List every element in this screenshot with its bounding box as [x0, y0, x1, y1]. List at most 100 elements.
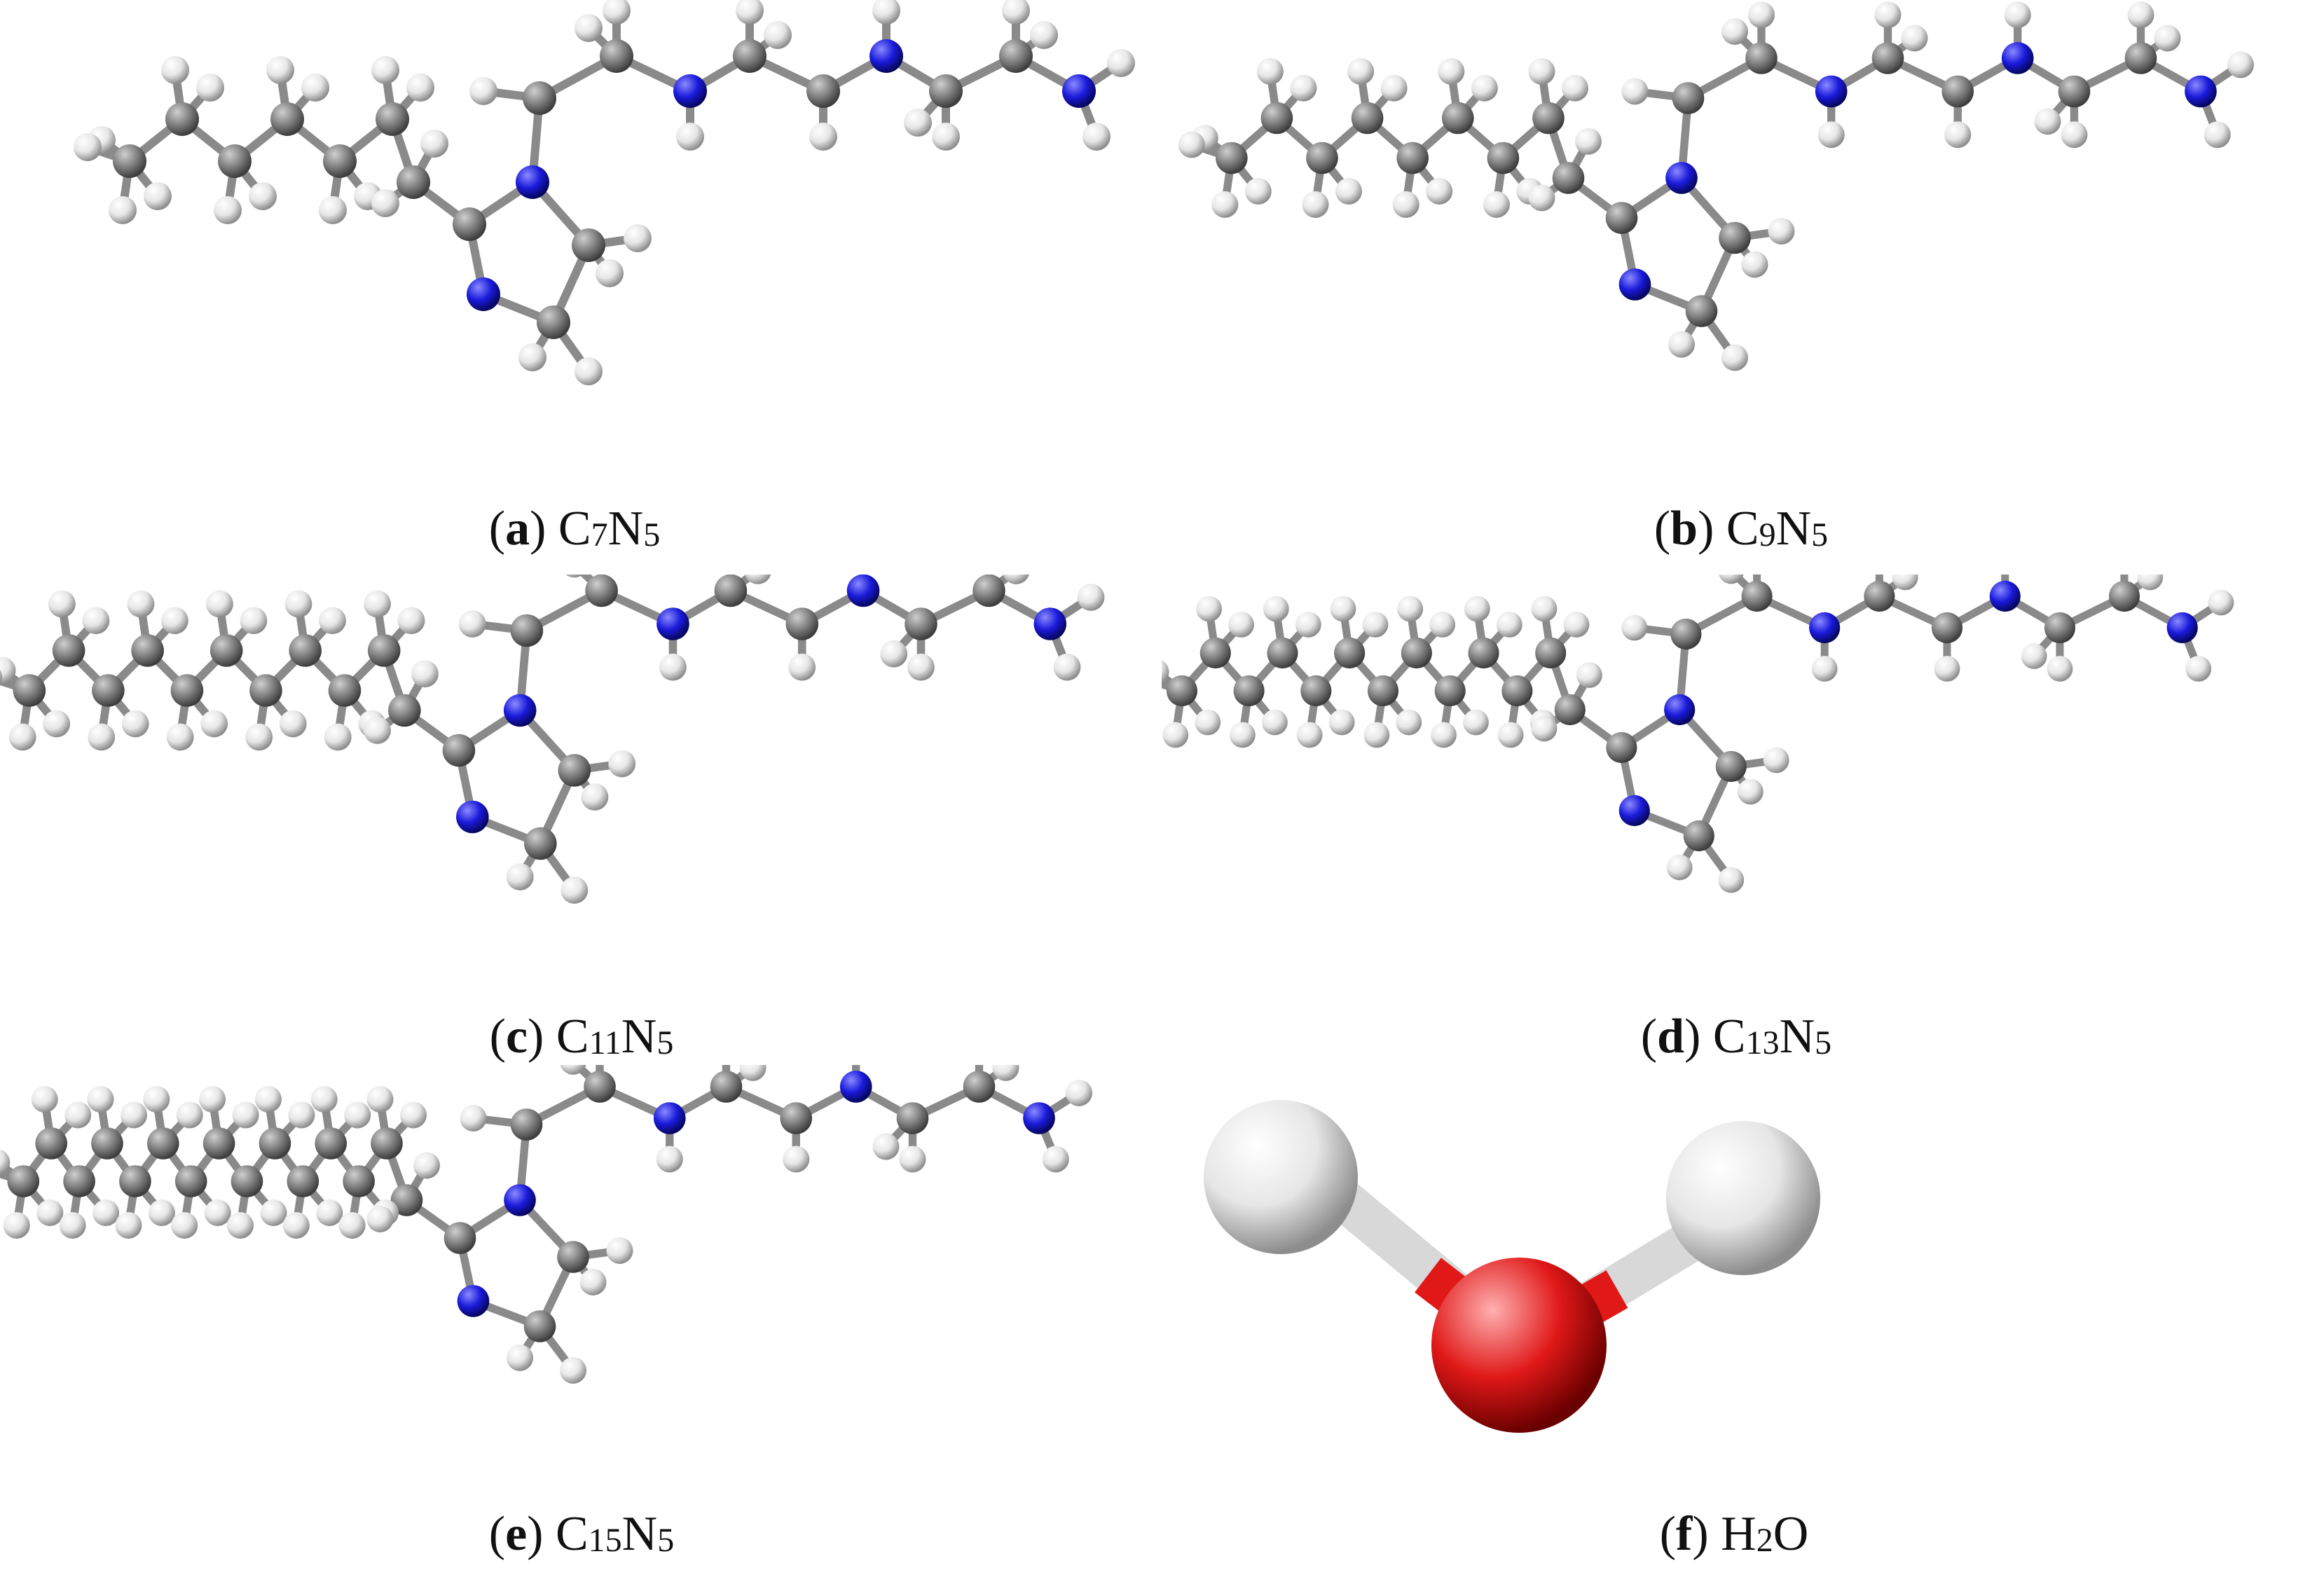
hydrogen-atom — [1178, 131, 1205, 158]
hydrogen-atom — [88, 723, 116, 751]
hydrogen-atom — [31, 1086, 58, 1113]
hydrogen-atom — [1528, 58, 1555, 85]
hydrogen-atom — [1531, 715, 1558, 742]
hydrogen-atom — [206, 590, 233, 618]
carbon-atom — [259, 1127, 291, 1160]
hydrogen-atom — [260, 1199, 287, 1226]
carbon-atom — [442, 734, 476, 767]
hydrogen-atom — [1562, 74, 1588, 102]
hydrogen-atom — [1721, 344, 1748, 371]
carbon-atom — [390, 1184, 423, 1216]
hydrogen-atom — [1396, 709, 1422, 736]
carbon-atom — [388, 694, 421, 727]
hydrogen-atom — [279, 710, 307, 738]
hydrogen-atom — [1330, 596, 1356, 622]
carbon-atom — [510, 1108, 543, 1141]
nitrogen-atom — [2185, 75, 2217, 108]
hydrogen-atom — [1563, 612, 1590, 638]
hydrogen-atom — [199, 1086, 226, 1113]
hydrogen-atom — [74, 133, 102, 161]
hydrogen-atom — [127, 590, 155, 618]
carbon-atom — [1871, 42, 1904, 74]
hydrogen-atom — [1721, 18, 1748, 45]
carbon-atom — [165, 102, 199, 136]
hydrogen-atom — [1328, 709, 1355, 736]
hydrogen-atom — [872, 0, 900, 25]
carbon-atom — [1685, 295, 1718, 327]
hydrogen-atom — [254, 1086, 282, 1113]
carbon-atom — [289, 634, 322, 667]
hydrogen-atom — [1295, 612, 1321, 638]
carbon-atom — [367, 634, 401, 667]
nitrogen-atom — [1815, 75, 1848, 108]
hydrogen-atom — [2127, 1, 2154, 29]
hydrogen-atom — [745, 575, 771, 584]
carbon-atom — [537, 305, 570, 339]
hydrogen-atom — [109, 196, 137, 224]
hydrogen-atom — [872, 1133, 900, 1160]
carbon-atom — [1306, 142, 1338, 174]
carbon-atom — [584, 1071, 616, 1103]
carbon-atom — [523, 1310, 556, 1342]
hydrogen-atom — [1263, 596, 1289, 622]
hydrogen-atom — [561, 876, 589, 904]
carbon-atom — [63, 1165, 95, 1197]
carbon-atom — [1535, 637, 1567, 669]
molecule-d — [1162, 575, 2234, 893]
oxygen-atom — [1431, 1258, 1607, 1433]
molecule-a — [74, 0, 1135, 385]
hydrogen-atom — [1256, 58, 1284, 85]
hydrogen-atom — [656, 1146, 683, 1173]
hydrogen-atom — [581, 783, 609, 811]
hydrogen-atom — [518, 343, 546, 371]
hydrogen-atom — [310, 1086, 338, 1113]
hydrogen-atom — [1429, 612, 1456, 638]
hydrogen-atom — [371, 56, 399, 84]
carbon-atom — [1501, 675, 1533, 707]
carbon-atom — [1552, 162, 1585, 194]
hydrogen-atom — [1666, 854, 1693, 881]
carbon-atom — [557, 1241, 589, 1273]
hydrogen-atom — [1066, 1080, 1092, 1106]
hydrogen-atom — [121, 710, 149, 738]
carbon-atom — [806, 74, 840, 108]
hydrogen-atom — [676, 123, 704, 151]
hydrogen-atom — [1497, 722, 1524, 748]
hydrogen-atom — [227, 1212, 254, 1239]
hydrogen-atom — [560, 1357, 586, 1384]
carbon-atom — [1683, 820, 1714, 852]
hydrogen-atom — [2208, 589, 2234, 616]
carbon-atom — [905, 607, 937, 640]
hydrogen-atom — [1053, 653, 1081, 681]
hydrogen-atom — [1738, 778, 1763, 805]
carbon-atom — [896, 1102, 929, 1134]
hydrogen-atom — [469, 77, 497, 105]
hydrogen-atom — [624, 224, 652, 252]
carbon-atom — [1199, 637, 1231, 669]
hydrogen-atom — [366, 1206, 394, 1232]
hydrogen-atom — [121, 1101, 147, 1129]
carbon-atom — [1367, 675, 1399, 707]
hydrogen-atom — [1763, 747, 1789, 773]
hydrogen-atom — [82, 607, 110, 635]
hydrogen-atom — [166, 723, 194, 751]
hydrogen-atom — [1002, 0, 1030, 25]
caption-a: (a) C7N5 — [488, 502, 661, 556]
hydrogen-atom — [899, 1146, 926, 1173]
hydrogen-atom — [1438, 58, 1465, 85]
panel-b — [1162, 0, 2324, 575]
nitrogen-atom — [1033, 607, 1067, 640]
hydrogen-atom — [200, 710, 228, 738]
hydrogen-atom — [406, 74, 434, 102]
hydrogen-atom — [171, 1212, 198, 1239]
carbon-atom — [963, 1071, 996, 1103]
hydrogen-atom — [579, 1269, 607, 1295]
nitrogen-atom — [504, 1184, 536, 1216]
carbon-atom — [1715, 750, 1747, 783]
hydrogen-atom — [1464, 596, 1490, 622]
hydrogen-atom — [596, 259, 624, 287]
hydrogen-atom — [43, 710, 71, 738]
nitrogen-atom — [1665, 162, 1698, 194]
hydrogen-atom — [1483, 191, 1510, 218]
hydrogen-atom — [736, 0, 764, 25]
